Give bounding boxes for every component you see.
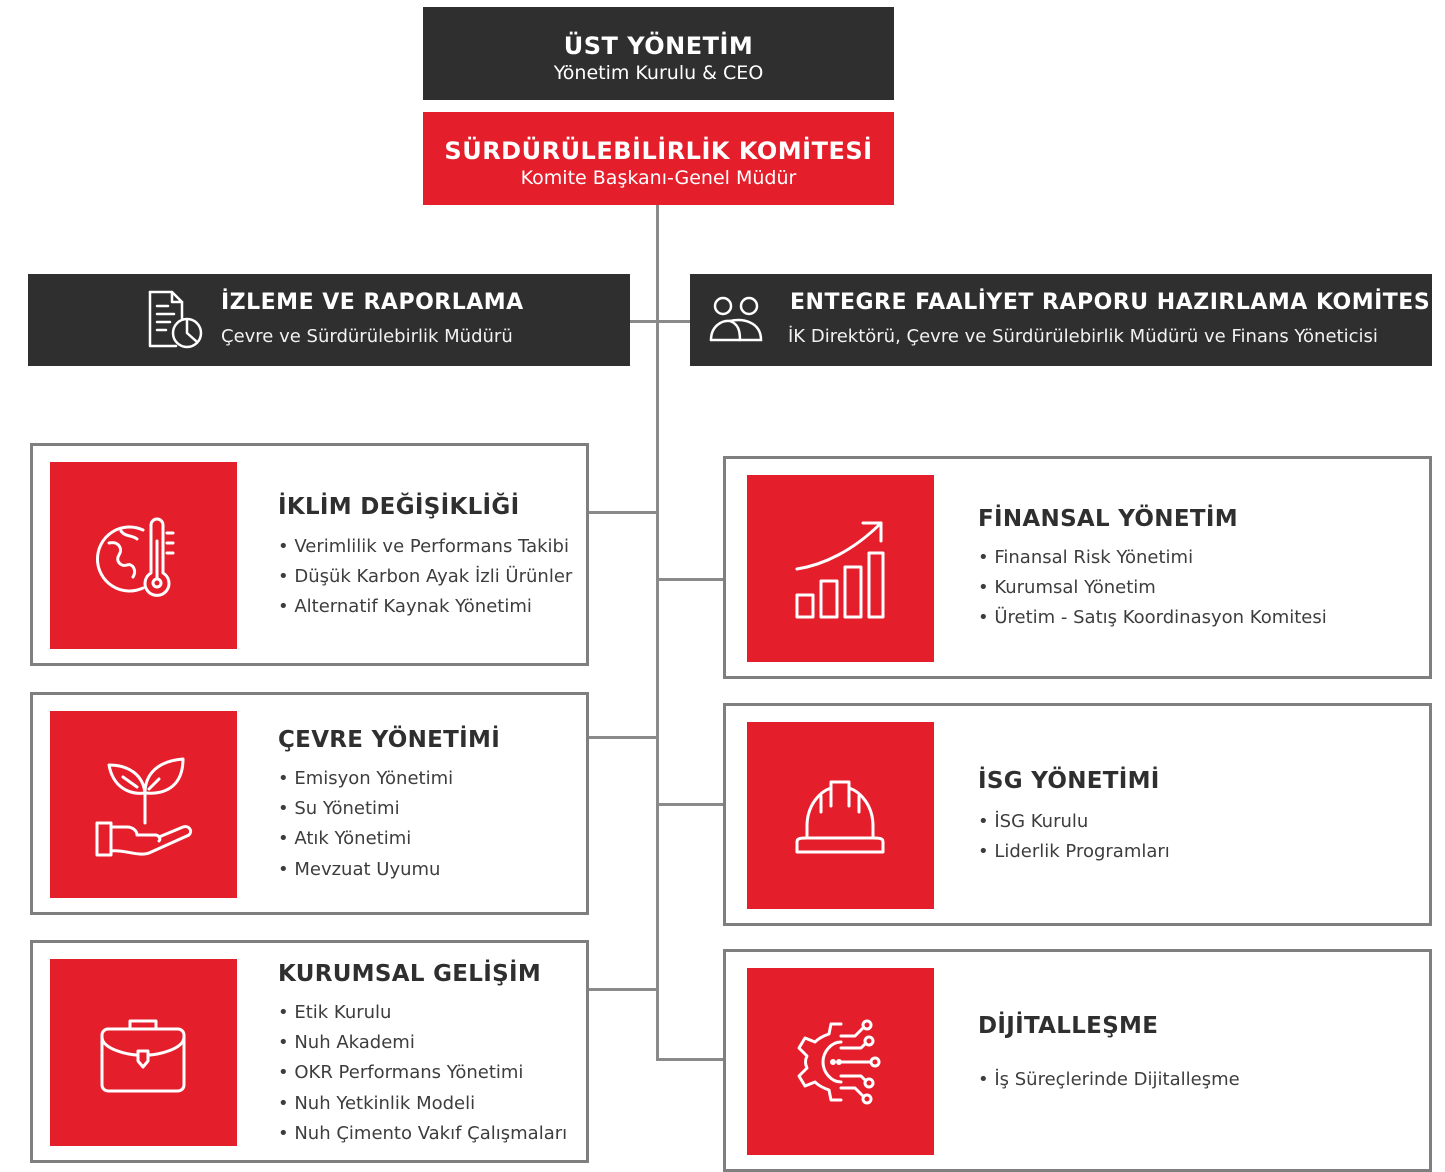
connector-corporate xyxy=(587,988,658,991)
corporate-development-icon-tile xyxy=(50,959,237,1146)
list-item: Nuh Akademi xyxy=(278,1028,567,1058)
list-item: İSG Kurulu xyxy=(978,807,1170,837)
ohs-management-card: İSG YÖNETİMİ İSG Kurulu Liderlik Program… xyxy=(723,703,1432,926)
trunk-line xyxy=(656,204,659,1061)
list-item: Nuh Çimento Vakıf Çalışmaları xyxy=(278,1119,567,1149)
corporate-development-list: Etik Kurulu Nuh Akademi OKR Performans Y… xyxy=(278,998,567,1149)
climate-change-icon-tile xyxy=(50,462,237,649)
sustainability-committee-box: SÜRDÜRÜLEBİLİRLİK KOMİTESİ Komite Başkan… xyxy=(423,112,894,205)
financial-management-card: FİNANSAL YÖNETİM Finansal Risk Yönetimi … xyxy=(723,456,1432,679)
financial-management-icon-tile xyxy=(747,475,934,662)
connector-climate xyxy=(587,511,658,514)
monitoring-title: İZLEME VE RAPORLAMA xyxy=(221,290,524,315)
ohs-management-title: İSG YÖNETİMİ xyxy=(978,768,1160,794)
connector-digital xyxy=(656,1058,724,1061)
briefcase-icon xyxy=(100,1019,186,1093)
list-item: Alternatif Kaynak Yönetimi xyxy=(278,592,572,622)
digitalization-icon-tile xyxy=(747,968,934,1155)
connector-environment xyxy=(587,736,658,739)
plant-hand-icon xyxy=(95,757,193,857)
list-item: Nuh Yetkinlik Modeli xyxy=(278,1089,567,1119)
digital-gear-icon xyxy=(797,1019,881,1105)
committee-title: SÜRDÜRÜLEBİLİRLİK KOMİTESİ xyxy=(444,137,873,165)
environment-title: ÇEVRE YÖNETİMİ xyxy=(278,727,501,753)
list-item: Finansal Risk Yönetimi xyxy=(978,543,1327,573)
environment-list: Emisyon Yönetimi Su Yönetimi Atık Yöneti… xyxy=(278,764,453,885)
digitalization-card: DİJİTALLEŞME İş Süreçlerinde Dijitalleşm… xyxy=(723,949,1432,1172)
financial-management-list: Finansal Risk Yönetimi Kurumsal Yönetim … xyxy=(978,543,1327,634)
monitoring-subtitle: Çevre ve Sürdürülebirlik Müdürü xyxy=(221,326,513,347)
list-item: Üretim - Satış Koordinasyon Komitesi xyxy=(978,603,1326,633)
list-item: Kurumsal Yönetim xyxy=(978,573,1327,603)
list-item: OKR Performans Yönetimi xyxy=(278,1058,567,1088)
climate-change-title: İKLİM DEĞİŞİKLİĞİ xyxy=(278,494,520,520)
list-item: Atık Yönetimi xyxy=(278,824,453,854)
growth-chart-icon xyxy=(795,521,885,619)
top-management-subtitle: Yönetim Kurulu & CEO xyxy=(553,62,764,84)
list-item: Emisyon Yönetimi xyxy=(278,764,453,794)
integrated-report-subtitle: İK Direktörü, Çevre ve Sürdürülebirlik M… xyxy=(788,326,1378,347)
environment-card: ÇEVRE YÖNETİMİ Emisyon Yönetimi Su Yönet… xyxy=(30,692,589,915)
list-item: Düşük Karbon Ayak İzli Ürünler xyxy=(278,562,572,592)
connector-monitoring xyxy=(628,320,692,323)
ohs-management-list: İSG Kurulu Liderlik Programları xyxy=(978,807,1170,867)
list-item: Etik Kurulu xyxy=(278,998,567,1028)
hard-hat-icon xyxy=(795,780,885,854)
globe-thermometer-icon xyxy=(95,517,175,597)
list-item: Su Yönetimi xyxy=(278,794,453,824)
list-item: Mevzuat Uyumu xyxy=(278,855,453,885)
top-management-box: ÜST YÖNETİM Yönetim Kurulu & CEO xyxy=(423,7,894,100)
digitalization-title: DİJİTALLEŞME xyxy=(978,1013,1159,1039)
connector-safety xyxy=(656,803,724,806)
report-chart-icon xyxy=(148,290,203,349)
environment-icon-tile xyxy=(50,711,237,898)
committee-subtitle: Komite Başkanı-Genel Müdür xyxy=(520,167,797,189)
ohs-management-icon-tile xyxy=(747,722,934,909)
corporate-development-card: KURUMSAL GELİŞİM Etik Kurulu Nuh Akademi… xyxy=(30,940,589,1163)
people-icon xyxy=(709,296,763,342)
list-item: Verimlilik ve Performans Takibi xyxy=(278,532,572,562)
climate-change-list: Verimlilik ve Performans Takibi Düşük Ka… xyxy=(278,532,572,623)
digitalization-list: İş Süreçlerinde Dijitalleşme xyxy=(978,1065,1239,1095)
list-item: İş Süreçlerinde Dijitalleşme xyxy=(978,1065,1239,1095)
corporate-development-title: KURUMSAL GELİŞİM xyxy=(278,961,542,987)
connector-finance xyxy=(656,578,724,581)
climate-change-card: İKLİM DEĞİŞİKLİĞİ Verimlilik ve Performa… xyxy=(30,443,589,666)
top-management-title: ÜST YÖNETİM xyxy=(563,32,754,60)
financial-management-title: FİNANSAL YÖNETİM xyxy=(978,506,1238,532)
integrated-report-box: ENTEGRE FAALİYET RAPORU HAZIRLAMA KOMİTE… xyxy=(690,274,1438,366)
integrated-report-title: ENTEGRE FAALİYET RAPORU HAZIRLAMA KOMİTE… xyxy=(790,290,1439,315)
monitoring-box: İZLEME VE RAPORLAMA Çevre ve Sürdürülebi… xyxy=(28,274,630,366)
list-item: Liderlik Programları xyxy=(978,837,1169,867)
